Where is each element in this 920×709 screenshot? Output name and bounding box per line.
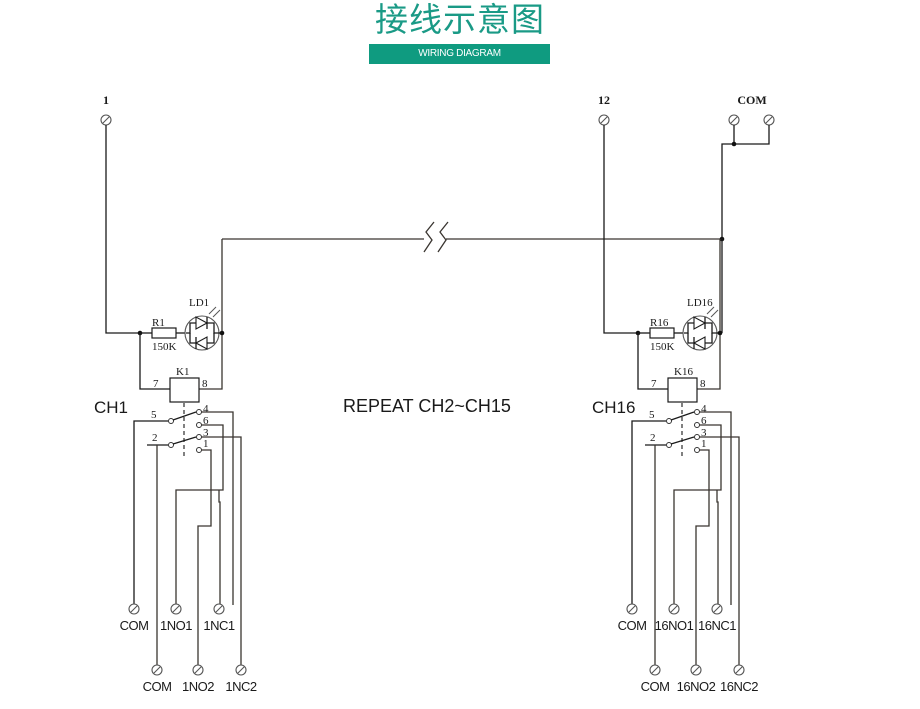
coil-pin-left: 7: [153, 378, 159, 390]
output-terminal-row1-icon[interactable]: [626, 603, 638, 615]
repeat-label: REPEAT CH2~CH15: [343, 396, 511, 416]
output-label-row1: 16NO1: [655, 618, 694, 633]
input-terminal-label: 12: [598, 93, 610, 107]
input-terminal-icon[interactable]: [598, 114, 610, 126]
led-label: LD1: [189, 297, 209, 309]
com-terminal-b-icon[interactable]: [763, 114, 775, 126]
relay-contacts: [133, 409, 242, 666]
coil-pin-left: 7: [651, 378, 657, 390]
output-terminal-row1-icon[interactable]: [668, 603, 680, 615]
contact-pin-1: 1: [701, 438, 707, 450]
output-label-row2: 1NO2: [182, 679, 214, 694]
output-label-row1: 1NO1: [160, 618, 192, 633]
output-label-row1: 1NC1: [203, 618, 235, 633]
output-terminal-row1-icon[interactable]: [213, 603, 225, 615]
resistor-label: R16: [650, 317, 669, 329]
output-terminal-row1-icon[interactable]: [711, 603, 723, 615]
coil-return-wire: [637, 333, 668, 390]
output-terminal-row2-icon[interactable]: [192, 664, 204, 676]
page-title: 接线示意图: [375, 0, 545, 39]
led-label: LD16: [687, 297, 713, 309]
contact-pin-2: 2: [152, 432, 158, 444]
led-indicator-icon: [682, 306, 720, 351]
contact-pin-5: 5: [151, 409, 157, 421]
output-terminal-row1-icon[interactable]: [170, 603, 182, 615]
output-terminal-row2-icon[interactable]: [649, 664, 661, 676]
contact-pin-2: 2: [650, 432, 656, 444]
contact-pin-6: 6: [203, 415, 209, 427]
input-wire: [603, 125, 638, 334]
led-indicator-icon: [184, 306, 222, 351]
contact-pin-4: 4: [203, 403, 209, 415]
resistor-icon: [151, 327, 177, 339]
relay-label: K1: [176, 366, 189, 378]
output-label-row2: COM: [641, 679, 670, 694]
contact-pin-5: 5: [649, 409, 655, 421]
com-input-label: COM: [737, 93, 766, 107]
com-terminal-a-icon[interactable]: [728, 114, 740, 126]
channel-label: CH1: [94, 398, 128, 417]
output-terminal-row2-icon[interactable]: [733, 664, 745, 676]
output-terminal-row2-icon[interactable]: [151, 664, 163, 676]
output-terminal-row2-icon[interactable]: [235, 664, 247, 676]
coil-pin-right: 8: [202, 378, 208, 390]
break-mark-2: [437, 221, 449, 253]
output-label-row2: COM: [143, 679, 172, 694]
output-terminal-row2-icon[interactable]: [690, 664, 702, 676]
resistor-value: 150K: [152, 341, 177, 353]
common-bus: [222, 221, 725, 253]
com-wire-b: [721, 125, 770, 333]
contact-pin-6: 6: [701, 415, 707, 427]
output-label-row1: COM: [618, 618, 647, 633]
led-junction: [219, 330, 225, 336]
output-label-row2: 16NC2: [720, 679, 758, 694]
com-input-group: COM: [721, 93, 775, 333]
output-label-row1: COM: [120, 618, 149, 633]
led-junction: [717, 330, 723, 336]
output-label-row2: 16NO2: [677, 679, 716, 694]
coil-return-wire: [139, 333, 170, 390]
contact-pin-3: 3: [701, 427, 707, 439]
input-wire: [105, 125, 140, 334]
resistor-icon: [649, 327, 675, 339]
resistor-label: R1: [152, 317, 165, 329]
relay-coil-icon: [169, 377, 200, 403]
input-terminal-label: 1: [103, 93, 109, 107]
relay-label: K16: [674, 366, 693, 378]
resistor-value: 150K: [650, 341, 675, 353]
com-junction: [731, 141, 737, 147]
coil-feed-wire: [697, 239, 721, 390]
relay-contacts: [631, 409, 740, 666]
input-terminal-icon[interactable]: [100, 114, 112, 126]
output-label-row1: 16NC1: [698, 618, 736, 633]
coil-pin-right: 8: [700, 378, 706, 390]
relay-coil-icon: [667, 377, 698, 403]
page-subtitle-banner: WIRING DIAGRAM: [369, 44, 550, 64]
contact-pin-4: 4: [701, 403, 707, 415]
coil-feed-wire: [199, 239, 223, 390]
output-label-row2: 1NC2: [225, 679, 257, 694]
break-mark-1: [423, 221, 435, 253]
contact-pin-1: 1: [203, 438, 209, 450]
channel-label: CH16: [592, 398, 635, 417]
output-terminal-row1-icon[interactable]: [128, 603, 140, 615]
contact-pin-3: 3: [203, 427, 209, 439]
